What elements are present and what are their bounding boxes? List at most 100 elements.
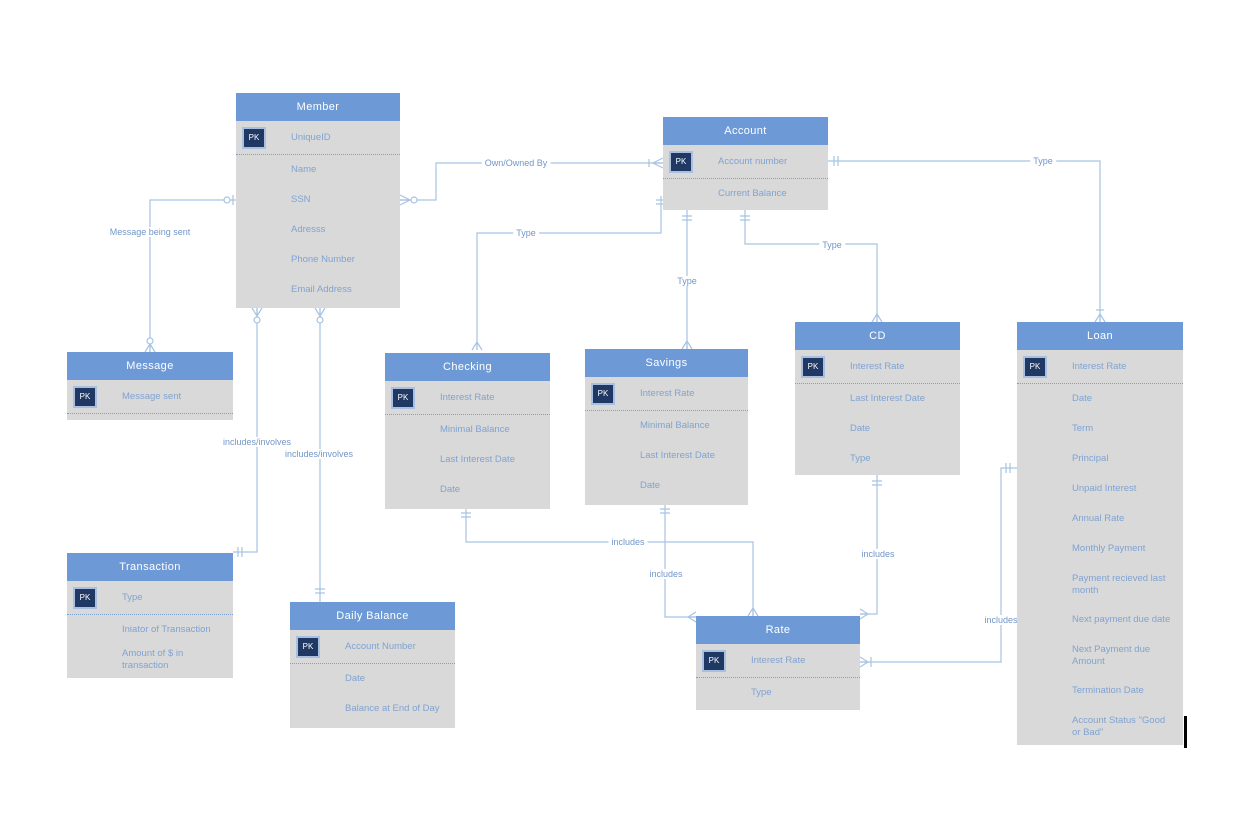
attribute-row: Annual Rate (1017, 504, 1183, 534)
entity-checking-title: Checking (385, 353, 550, 381)
attribute-row: Name (236, 155, 400, 185)
attribute-row: Minimal Balance (385, 415, 550, 445)
attribute-label: Phone Number (291, 254, 355, 265)
attribute-label: Minimal Balance (440, 424, 510, 435)
entity-daily-balance-title: Daily Balance (290, 602, 455, 630)
attribute-row: Last Interest Date (795, 384, 960, 414)
entity-checking[interactable]: Checking PK Interest Rate Minimal Balanc… (385, 353, 550, 509)
attribute-row: Adresss (236, 215, 400, 245)
entity-loan[interactable]: Loan PK Interest Rate Date Term Principa… (1017, 322, 1183, 745)
attribute-label: Interest Rate (440, 391, 495, 403)
entity-account-body: PK Account number Current Balance (663, 145, 828, 210)
attribute-row: Date (795, 414, 960, 444)
entity-rate[interactable]: Rate PK Interest Rate Type (696, 616, 860, 710)
connector-savings-rate[interactable] (660, 505, 697, 623)
attribute-row: Date (290, 664, 455, 694)
attribute-row: Date (585, 471, 748, 501)
attribute-label: Interest Rate (850, 360, 905, 372)
relationship-label-includes-checking-rate[interactable]: includes (608, 537, 648, 547)
relationship-label-type-checking[interactable]: Type (513, 228, 539, 238)
connector-account-checking[interactable] (471, 196, 666, 351)
attribute-row: Unpaid Interest (1017, 474, 1183, 504)
attribute-row: SSN (236, 185, 400, 215)
entity-savings-title: Savings (585, 349, 748, 377)
attribute-label: Interest Rate (751, 654, 806, 666)
attribute-row: Iniator of Transaction (67, 615, 233, 645)
relationship-label-message-being-sent[interactable]: Message being sent (106, 227, 194, 237)
attribute-row: Next Payment due Amount (1017, 635, 1183, 676)
attribute-row: PK Type (67, 581, 233, 615)
attribute-label: Email Address (291, 284, 352, 295)
attribute-label: Unpaid Interest (1072, 483, 1137, 494)
entity-cd[interactable]: CD PK Interest Rate Last Interest Date D… (795, 322, 960, 475)
pk-badge: PK (1023, 355, 1047, 378)
attribute-label: Date (440, 484, 461, 495)
relationship-label-includes-cd-rate[interactable]: includes (858, 549, 898, 559)
entity-message[interactable]: Message PK Message sent (67, 352, 233, 420)
entity-member[interactable]: Member PK UniqueID Name SSN Adresss Phon… (236, 93, 400, 308)
relationship-label-includes-involves-1[interactable]: includes/involves (219, 437, 295, 447)
attribute-row: PK Interest Rate (1017, 350, 1183, 384)
entity-transaction-title: Transaction (67, 553, 233, 581)
connector-rate-loan[interactable] (859, 463, 1017, 668)
attribute-row: PK Account number (663, 145, 828, 179)
relationship-label-includes-rate-loan[interactable]: includes (981, 615, 1021, 625)
relationship-label-includes-involves-2[interactable]: includes/involves (281, 449, 357, 459)
entity-account-title: Account (663, 117, 828, 145)
attribute-row: PK Interest Rate (795, 350, 960, 384)
connector-member-message[interactable] (144, 195, 236, 353)
attribute-row: Last Interest Date (385, 445, 550, 475)
attribute-label: Next payment due date (1072, 614, 1171, 625)
entity-daily-balance[interactable]: Daily Balance PK Account Number Date Bal… (290, 602, 455, 728)
entity-transaction[interactable]: Transaction PK Type Iniator of Transacti… (67, 553, 233, 678)
entity-savings-body: PK Interest Rate Minimal Balance Last In… (585, 377, 748, 505)
attribute-row: PK UniqueID (236, 121, 400, 155)
pk-badge: PK (242, 126, 266, 149)
attribute-row: Current Balance (663, 179, 828, 209)
attribute-label: Type (751, 687, 772, 698)
relationship-label-includes-savings-rate[interactable]: includes (646, 569, 686, 579)
connector-member-transaction[interactable] (233, 307, 263, 557)
entity-cd-body: PK Interest Rate Last Interest Date Date… (795, 350, 960, 475)
attribute-label: SSN (291, 194, 311, 205)
attribute-row: Monthly Payment (1017, 534, 1183, 564)
attribute-row: Account Status "Good or Bad" (1017, 706, 1183, 747)
attribute-label: Payment recieved last month (1072, 572, 1166, 596)
connector-account-loan[interactable] (828, 156, 1106, 323)
attribute-label: Type (122, 591, 143, 603)
attribute-label: Last Interest Date (440, 454, 515, 465)
attribute-label: Account Status "Good or Bad" (1072, 714, 1166, 738)
connector-cd-rate[interactable] (859, 475, 882, 620)
relationship-label-type-loan[interactable]: Type (1030, 156, 1056, 166)
pk-badge: PK (702, 649, 726, 672)
relationship-label-own-owned-by[interactable]: Own/Owned By (481, 158, 551, 168)
attribute-label: Message sent (122, 390, 182, 402)
entity-rate-title: Rate (696, 616, 860, 644)
attribute-row: Next payment due date (1017, 605, 1183, 635)
attribute-label: Amount of $ in transaction (122, 648, 184, 671)
attribute-label: Iniator of Transaction (122, 624, 211, 635)
entity-loan-body: PK Interest Rate Date Term Principal Unp… (1017, 350, 1183, 745)
entity-rate-body: PK Interest Rate Type (696, 644, 860, 710)
attribute-label: Current Balance (718, 188, 787, 199)
entity-account[interactable]: Account PK Account number Current Balanc… (663, 117, 828, 210)
attribute-label: Balance at End of Day (345, 703, 440, 714)
attribute-label: Last Interest Date (640, 450, 715, 461)
pk-badge: PK (73, 385, 97, 408)
entity-checking-body: PK Interest Rate Minimal Balance Last In… (385, 381, 550, 509)
relationship-label-type-cd[interactable]: Type (819, 240, 845, 250)
attribute-label: Next Payment due Amount (1072, 643, 1151, 667)
attribute-row: PK Interest Rate (385, 381, 550, 415)
attribute-label: Interest Rate (1072, 360, 1127, 372)
connector-checking-rate[interactable] (461, 509, 759, 617)
attribute-label: Adresss (291, 224, 326, 235)
connector-account-cd[interactable] (740, 210, 883, 323)
attribute-label: Annual Rate (1072, 513, 1125, 524)
entity-transaction-body: PK Type Iniator of Transaction Amount of… (67, 581, 233, 678)
relationship-label-type-savings[interactable]: Type (674, 276, 700, 286)
attribute-row: Email Address (236, 275, 400, 305)
entity-savings[interactable]: Savings PK Interest Rate Minimal Balance… (585, 349, 748, 505)
attribute-row: PK Interest Rate (585, 377, 748, 411)
attribute-label: Monthly Payment (1072, 543, 1146, 554)
attribute-row: Minimal Balance (585, 411, 748, 441)
